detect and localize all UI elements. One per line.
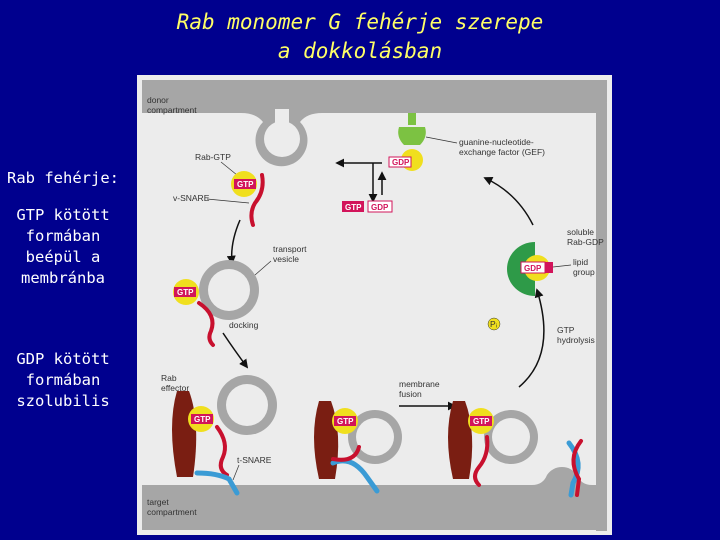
side-note-gtp-line: beépül a [25, 248, 101, 266]
side-note-gdp-line: formában [25, 371, 101, 389]
slide-title: Rab monomer G fehérje szerepe a dokkolás… [0, 8, 720, 66]
side-note-gtp-line: membránba [21, 269, 105, 287]
right-membrane [596, 103, 607, 531]
gdp-tag-text: GDP [392, 158, 410, 167]
docked-v-snare [331, 445, 361, 462]
gtp-tag-text: GTP [345, 203, 362, 212]
t-snare-label: t-SNARE [237, 455, 272, 465]
side-note-gdp-line: GDP kötött [16, 350, 110, 368]
vesicle-v-snare [197, 301, 215, 347]
gef-protein [398, 127, 426, 145]
lipid-anchor [545, 262, 553, 273]
v-snare-pointer [206, 198, 250, 204]
gtp-tag [334, 416, 356, 426]
gtp-tag [470, 416, 492, 426]
side-note-gdp-line: szolubilis [16, 392, 110, 410]
phosphate-icon [487, 317, 501, 331]
donor-bud-neck [275, 109, 289, 123]
gdp-tag [367, 200, 393, 213]
t-snare [330, 458, 380, 494]
gtp-tag-text: GTP [194, 415, 211, 424]
rab-effector [314, 401, 339, 479]
gdp-tag-text: GDP [524, 264, 542, 273]
hydrolysis-arrow [518, 288, 545, 388]
budding-arrow [226, 219, 241, 265]
gdp-tag [388, 156, 412, 168]
docked-vesicle-lumen [226, 384, 268, 426]
t-snare-pointer [232, 464, 240, 481]
side-note-gdp: GDP kötött formában szolubilis [0, 349, 126, 412]
rab-effector [172, 391, 197, 477]
docking-arrow [222, 332, 249, 369]
docked-v-snare [473, 435, 490, 487]
transport-vesicle-lumen [208, 269, 250, 311]
t-snare [566, 440, 581, 498]
docked-v-snare [215, 425, 229, 477]
phosphate-label: Pᵢ [490, 319, 497, 329]
gef-pointer [425, 136, 458, 144]
v-snare-label: v-SNARE [173, 193, 210, 203]
donor-membrane [142, 80, 607, 167]
gtp-tag [342, 201, 364, 212]
gtp-tag-text: GTP [337, 417, 354, 426]
recycle-arrow [483, 176, 534, 226]
slide-title-line-2: a dokkolásban [277, 39, 443, 63]
gtp-tag-text: GTP [473, 417, 490, 426]
lipid-group-pointer [552, 264, 572, 268]
v-snare [249, 173, 265, 227]
fusing-vesicle-lumen [492, 418, 530, 456]
docked-vesicle-lumen [356, 418, 394, 456]
rab-gtp-pointer [220, 161, 238, 176]
gtp-tag [234, 179, 256, 189]
side-note-gtp-line: GTP kötött [16, 206, 110, 224]
t-snare [194, 470, 240, 496]
side-note-gtp-line: formában [25, 227, 101, 245]
rab-effector [448, 401, 473, 479]
gtp-tag-text: GTP [237, 180, 254, 189]
fused-v-snare [571, 439, 583, 497]
gef-label: guanine-nucleotide-exchange factor (GEF) [459, 137, 545, 157]
side-note-gtp: GTP kötött formában beépül a membránba [0, 205, 126, 289]
side-heading: Rab fehérje: [7, 169, 119, 187]
rab-gtp-label: Rab-GTP [195, 152, 231, 162]
gtp-tag [191, 414, 213, 424]
transport-vesicle-pointer [254, 260, 272, 276]
slide-title-line-1: Rab monomer G fehérje szerepe [176, 10, 544, 34]
gtp-tag [174, 287, 196, 297]
gef-stalk [408, 113, 416, 125]
gdp-tag-text: GDP [371, 203, 389, 212]
docking-label: docking [229, 320, 259, 330]
gtp-tag-text: GTP [177, 288, 194, 297]
donor-bud-lumen [264, 121, 300, 157]
target-membrane [142, 466, 607, 530]
